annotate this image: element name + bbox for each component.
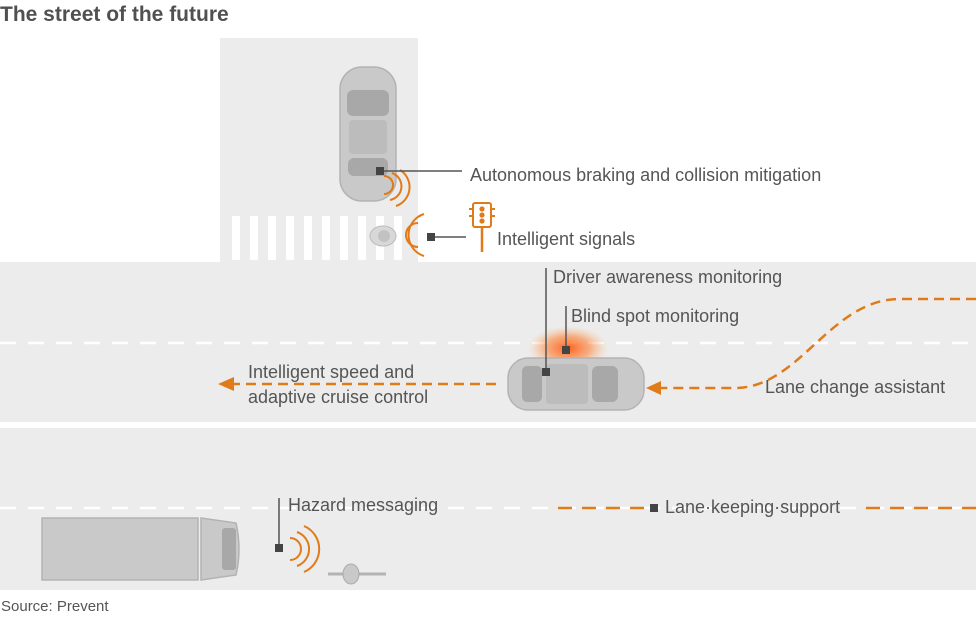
label-intelligent-signals: Intelligent signals bbox=[497, 229, 635, 249]
hazard-marker bbox=[275, 544, 283, 552]
traffic-light-icon bbox=[469, 202, 495, 252]
label-blind-spot: Blind spot monitoring bbox=[571, 306, 739, 326]
car-icon bbox=[339, 66, 397, 202]
label-speed-line2: adaptive cruise control bbox=[248, 387, 428, 407]
speed-arrowhead bbox=[218, 377, 234, 391]
pedestrian-icon bbox=[369, 225, 397, 247]
driver-awareness-marker bbox=[542, 368, 550, 376]
lane-keeping-marker bbox=[650, 504, 658, 512]
car-icon bbox=[507, 357, 645, 411]
lane-change-arrowhead bbox=[646, 381, 661, 395]
autonomous-braking-marker bbox=[376, 167, 384, 175]
label-autonomous-braking: Autonomous braking and collision mitigat… bbox=[470, 165, 821, 185]
signal-wave-icon bbox=[383, 169, 411, 207]
blind-spot-marker bbox=[562, 346, 570, 354]
label-lane-change: Lane change assistant bbox=[765, 377, 945, 397]
page-title: The street of the future bbox=[0, 3, 229, 26]
intelligent-signals-marker bbox=[427, 233, 435, 241]
cyclist-icon bbox=[328, 563, 386, 585]
label-hazard-messaging: Hazard messaging bbox=[288, 495, 438, 515]
label-speed-line1: Intelligent speed and bbox=[248, 362, 414, 382]
label-lane-keeping: Lane·keeping·support bbox=[665, 497, 840, 517]
source-note: Source: Prevent bbox=[1, 598, 109, 615]
truck-icon bbox=[41, 517, 240, 581]
signal-wave-icon bbox=[405, 213, 425, 257]
label-driver-awareness: Driver awareness monitoring bbox=[553, 267, 782, 287]
signal-wave-icon bbox=[289, 525, 321, 573]
